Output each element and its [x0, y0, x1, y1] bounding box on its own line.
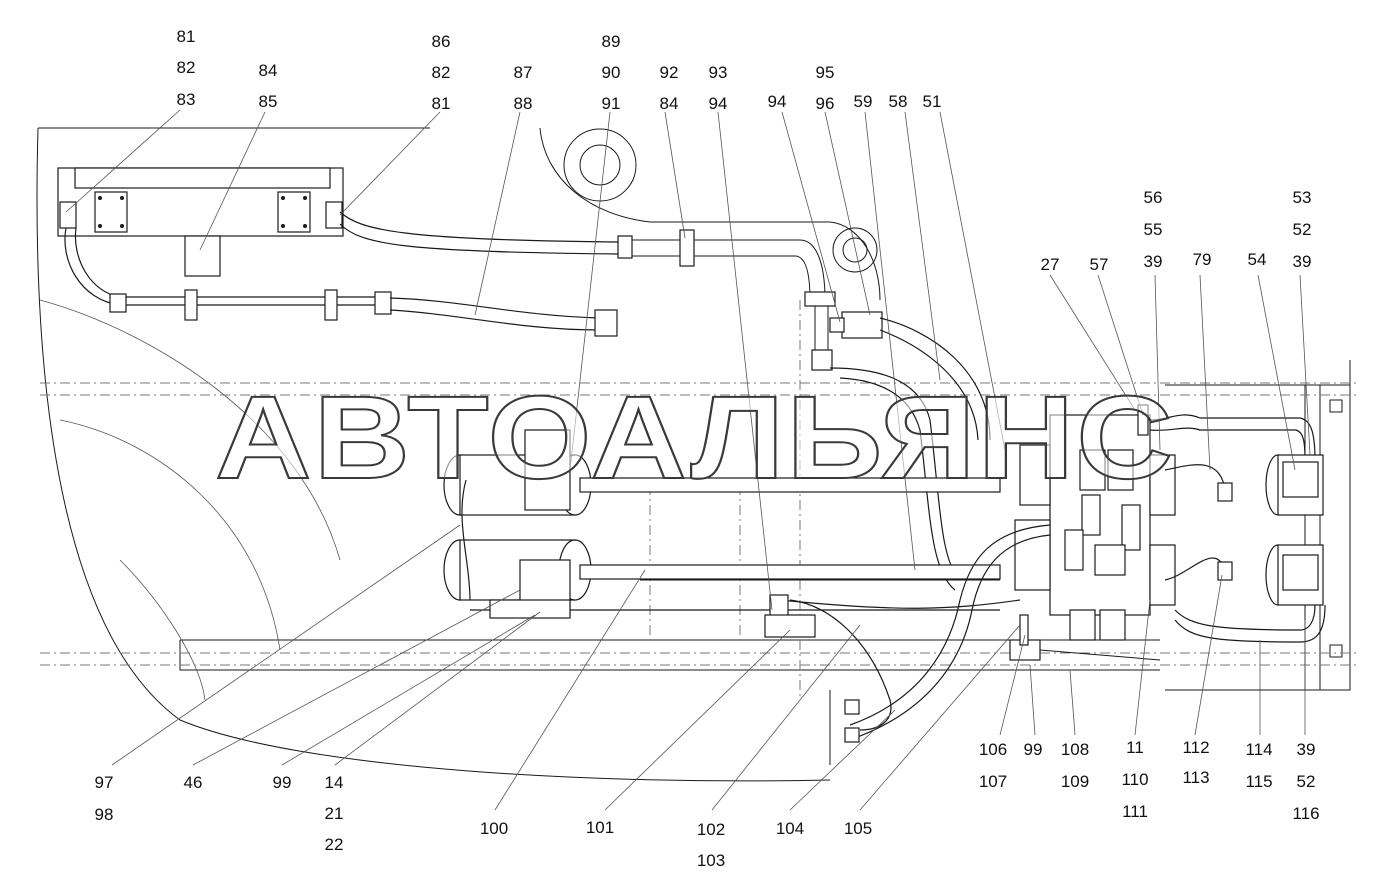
- callout-52: 52: [1293, 220, 1312, 239]
- valve-block: [764, 404, 1161, 743]
- callout-99: 99: [1024, 740, 1043, 759]
- callout-84: 84: [259, 61, 278, 80]
- callout-79: 79: [1193, 250, 1212, 269]
- callout-39: 39: [1293, 252, 1312, 271]
- callout-115: 115: [1245, 772, 1272, 791]
- callout-46: 46: [184, 773, 203, 792]
- watermark-text: АВТОАЛЬЯНС: [215, 372, 1175, 504]
- callout-81: 81: [177, 27, 196, 46]
- callout-27: 27: [1041, 255, 1060, 274]
- centre-lines: [40, 300, 1360, 700]
- callout-89: 89: [602, 32, 621, 51]
- callout-58: 58: [889, 92, 908, 111]
- callout-81: 81: [432, 94, 451, 113]
- callout-97: 97: [95, 773, 114, 792]
- callout-51: 51: [923, 92, 942, 111]
- callout-85: 85: [259, 92, 278, 111]
- callout-57: 57: [1090, 255, 1109, 274]
- callout-22: 22: [325, 835, 344, 854]
- callout-21: 21: [325, 804, 344, 823]
- callout-59: 59: [854, 92, 873, 111]
- callout-110: 110: [1121, 770, 1148, 789]
- callout-116: 116: [1292, 804, 1319, 823]
- callout-87: 87: [514, 63, 533, 82]
- cooler-assembly: [57, 167, 344, 277]
- callout-84: 84: [660, 94, 679, 113]
- callout-39: 39: [1144, 252, 1163, 271]
- callout-103: 103: [697, 851, 725, 870]
- right-pumps: [1149, 414, 1326, 643]
- callout-91: 91: [602, 94, 621, 113]
- callout-105: 105: [844, 819, 872, 838]
- callout-94: 94: [768, 92, 787, 111]
- callout-96: 96: [816, 94, 835, 113]
- callout-101: 101: [586, 818, 614, 837]
- callout-55: 55: [1144, 220, 1163, 239]
- callout-90: 90: [602, 63, 621, 82]
- callout-102: 102: [697, 820, 725, 839]
- callout-82: 82: [432, 63, 451, 82]
- callout-106: 106: [979, 740, 1007, 759]
- callout-52: 52: [1297, 772, 1316, 791]
- callout-108: 108: [1061, 740, 1089, 759]
- callout-99: 99: [273, 773, 292, 792]
- leader-lines: [65, 109, 1311, 811]
- callout-83: 83: [177, 90, 196, 109]
- callout-54: 54: [1248, 250, 1267, 269]
- callout-92: 92: [660, 63, 679, 82]
- callout-98: 98: [95, 805, 114, 824]
- callout-56: 56: [1144, 188, 1163, 207]
- callout-39: 39: [1297, 740, 1316, 759]
- callout-86: 86: [432, 32, 451, 51]
- callout-109: 109: [1061, 772, 1089, 791]
- callout-112: 112: [1182, 738, 1209, 757]
- callout-94: 94: [709, 94, 728, 113]
- callout-11: 11: [1126, 738, 1144, 757]
- callout-104: 104: [776, 819, 804, 838]
- callout-labels: 81 82 83 84 85 86 82 81 87 88 89 90 91 9…: [95, 27, 1320, 870]
- callout-111: 111: [1122, 802, 1148, 821]
- callout-93: 93: [709, 63, 728, 82]
- callout-53: 53: [1293, 188, 1312, 207]
- callout-14: 14: [325, 773, 344, 792]
- callout-82: 82: [177, 58, 196, 77]
- callout-107: 107: [979, 772, 1007, 791]
- callout-114: 114: [1245, 740, 1272, 759]
- callout-88: 88: [514, 94, 533, 113]
- callout-100: 100: [480, 819, 508, 838]
- cylinder-pair: [443, 429, 1001, 619]
- callout-113: 113: [1182, 768, 1209, 787]
- callout-95: 95: [816, 63, 835, 82]
